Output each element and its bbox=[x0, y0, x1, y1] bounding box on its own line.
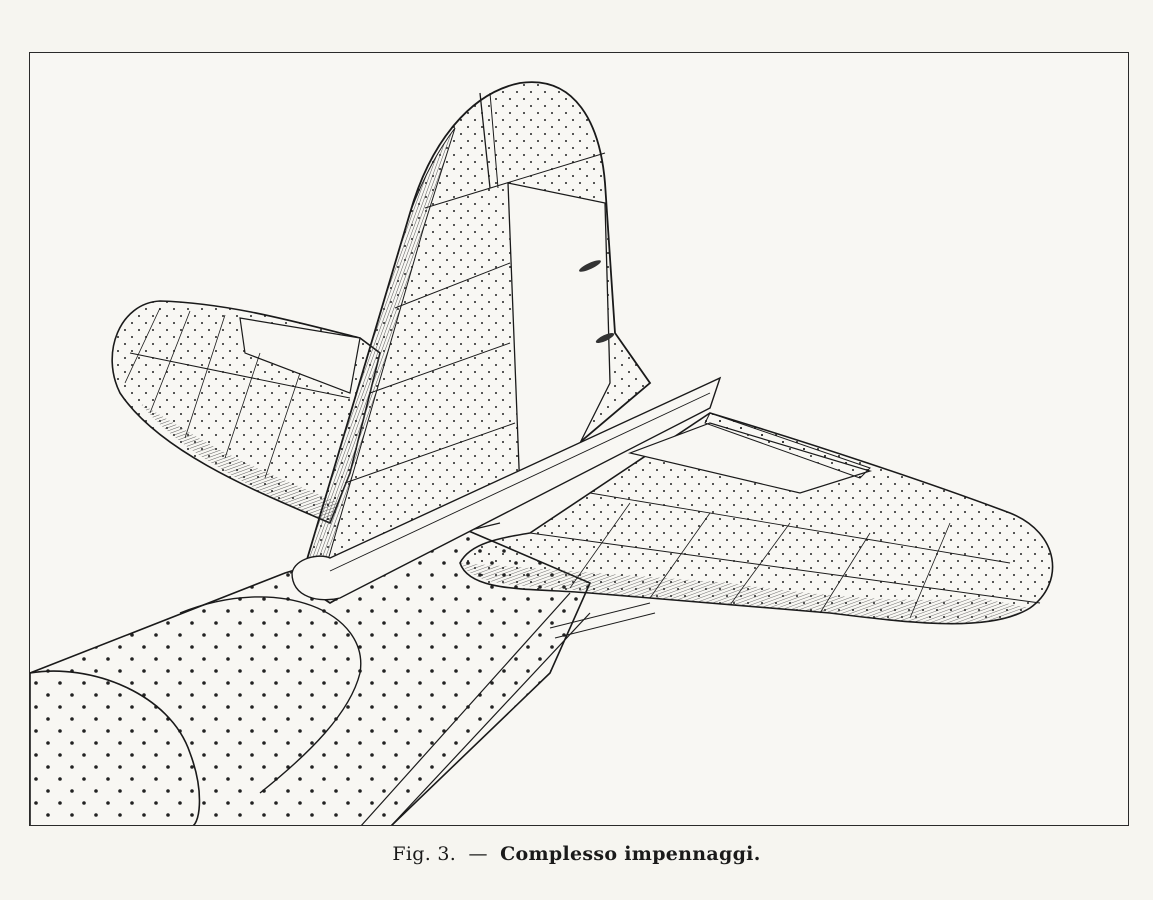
caption-separator: — bbox=[468, 843, 488, 865]
figure-title: Complesso impennaggi. bbox=[500, 843, 761, 865]
fin-root-fairing bbox=[291, 376, 722, 601]
figure-label: Fig. 3. bbox=[392, 843, 457, 865]
figure-frame bbox=[29, 52, 1129, 826]
figure-caption: Fig. 3. — Complesso impennaggi. bbox=[0, 843, 1153, 865]
left-stabilizer bbox=[111, 300, 381, 525]
tail-assembly-drawing bbox=[30, 81, 1054, 825]
right-stabilizer bbox=[459, 412, 1054, 639]
vertical-fin bbox=[298, 81, 652, 605]
